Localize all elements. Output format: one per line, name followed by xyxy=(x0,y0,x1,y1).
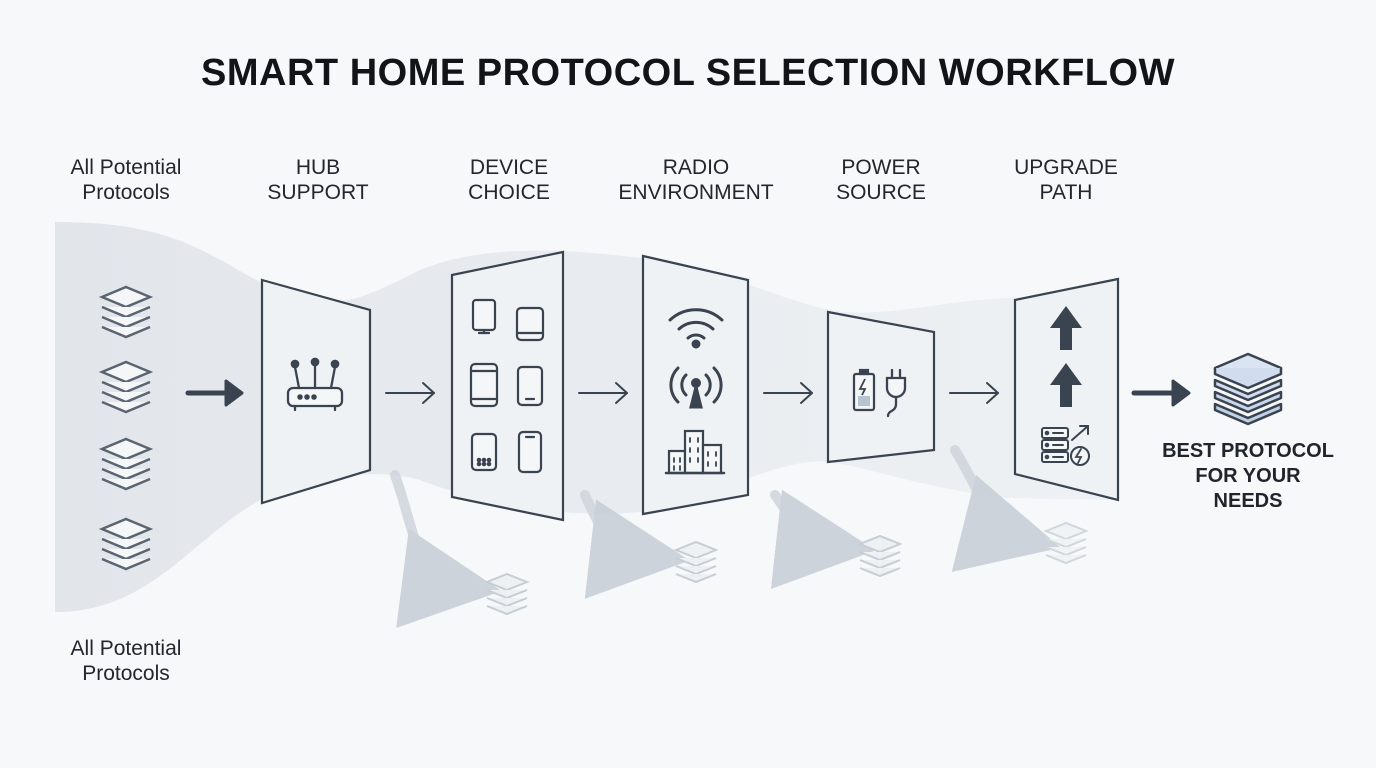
radio-icons xyxy=(664,308,726,475)
input-protocol-stacks xyxy=(98,285,154,571)
plug-icon xyxy=(885,368,907,418)
stage-panel-power-source xyxy=(826,310,936,464)
discarded-stack-1 xyxy=(484,572,530,616)
result-label-line1: BEST PROTOCOL xyxy=(1162,440,1334,462)
smart-speaker-icon xyxy=(470,432,498,472)
up-arrow-icon xyxy=(1050,306,1082,350)
thin-arrow-icon xyxy=(578,382,628,404)
stage-label-upgrade-path: UPGRADE PATH xyxy=(971,155,1161,205)
buildings-icon xyxy=(664,429,726,475)
protocol-stack-icon xyxy=(98,285,154,339)
input-label-bottom-line1: All Potential xyxy=(70,637,182,660)
server-upgrade-icon xyxy=(1041,425,1090,466)
thick-arrow-icon xyxy=(185,379,244,407)
filtered-flow-1 xyxy=(390,470,502,628)
stage-label-line2: SUPPORT xyxy=(267,181,369,204)
input-label-bottom: All Potential Protocols xyxy=(31,636,221,686)
stage-panel-device-choice xyxy=(450,250,565,522)
stage-label-line1: UPGRADE xyxy=(1014,156,1118,179)
result-label-line2: FOR YOUR xyxy=(1195,465,1301,487)
stage-label-device-choice: DEVICE CHOICE xyxy=(414,155,604,205)
router-icon xyxy=(286,357,344,412)
input-label-bottom-line2: Protocols xyxy=(82,662,170,685)
phone-icon xyxy=(516,365,544,407)
stage-label-hub-support: HUB SUPPORT xyxy=(223,155,413,205)
thin-arrow-icon xyxy=(763,382,813,404)
discarded-stack-4 xyxy=(1043,521,1089,565)
protocol-stack-icon xyxy=(98,360,154,414)
discarded-stack-2 xyxy=(673,540,719,584)
up-arrow-icon xyxy=(1050,363,1082,407)
tablet-icon xyxy=(469,362,499,408)
discarded-stack-3 xyxy=(857,534,903,578)
thin-arrow-icon xyxy=(385,382,435,404)
stage-arrows xyxy=(185,379,1191,407)
antenna-icon xyxy=(669,366,723,409)
protocol-stack-icon xyxy=(98,437,154,491)
stage-label-power-source: POWER SOURCE xyxy=(786,155,976,205)
stage-label-line1: POWER xyxy=(841,156,921,179)
page-title: SMART HOME PROTOCOL SELECTION WORKFLOW xyxy=(201,52,1175,94)
stage-label-line1: DEVICE xyxy=(469,156,549,179)
stage-label-line2: ENVIRONMENT xyxy=(618,181,774,204)
input-label-line2: Protocols xyxy=(82,181,170,204)
smart-display-icon xyxy=(471,298,497,335)
tablet-icon xyxy=(515,306,545,342)
upgrade-icons xyxy=(1050,306,1082,407)
input-label-line1: All Potential xyxy=(70,156,182,179)
filtered-flow-3 xyxy=(770,489,876,590)
filtered-out-flows xyxy=(390,445,1061,628)
battery-icon xyxy=(852,368,876,412)
stage-label-line1: RADIO xyxy=(662,156,730,179)
wifi-icon xyxy=(668,308,724,349)
stage-label-line1: HUB xyxy=(295,156,341,179)
input-label: All Potential Protocols xyxy=(31,155,221,205)
stage-label-line2: SOURCE xyxy=(836,181,926,204)
filtered-flow-2 xyxy=(580,490,690,599)
result-label-line3: NEEDS xyxy=(1213,490,1283,512)
funnel-band xyxy=(55,222,1118,612)
result-label: BEST PROTOCOL FOR YOUR NEEDS xyxy=(1150,439,1346,514)
stage-label-line2: CHOICE xyxy=(468,181,550,204)
stage-label-line2: PATH xyxy=(1039,181,1093,204)
phone-icon xyxy=(517,430,543,474)
device-icons xyxy=(469,298,545,474)
protocol-stack-icon xyxy=(98,517,154,571)
thin-arrow-icon xyxy=(949,382,999,404)
best-protocol-stack-icon xyxy=(1213,352,1283,426)
stage-label-radio-environment: RADIO ENVIRONMENT xyxy=(601,155,791,205)
thick-arrow-icon xyxy=(1131,379,1191,407)
filtered-flow-4 xyxy=(950,445,1061,572)
